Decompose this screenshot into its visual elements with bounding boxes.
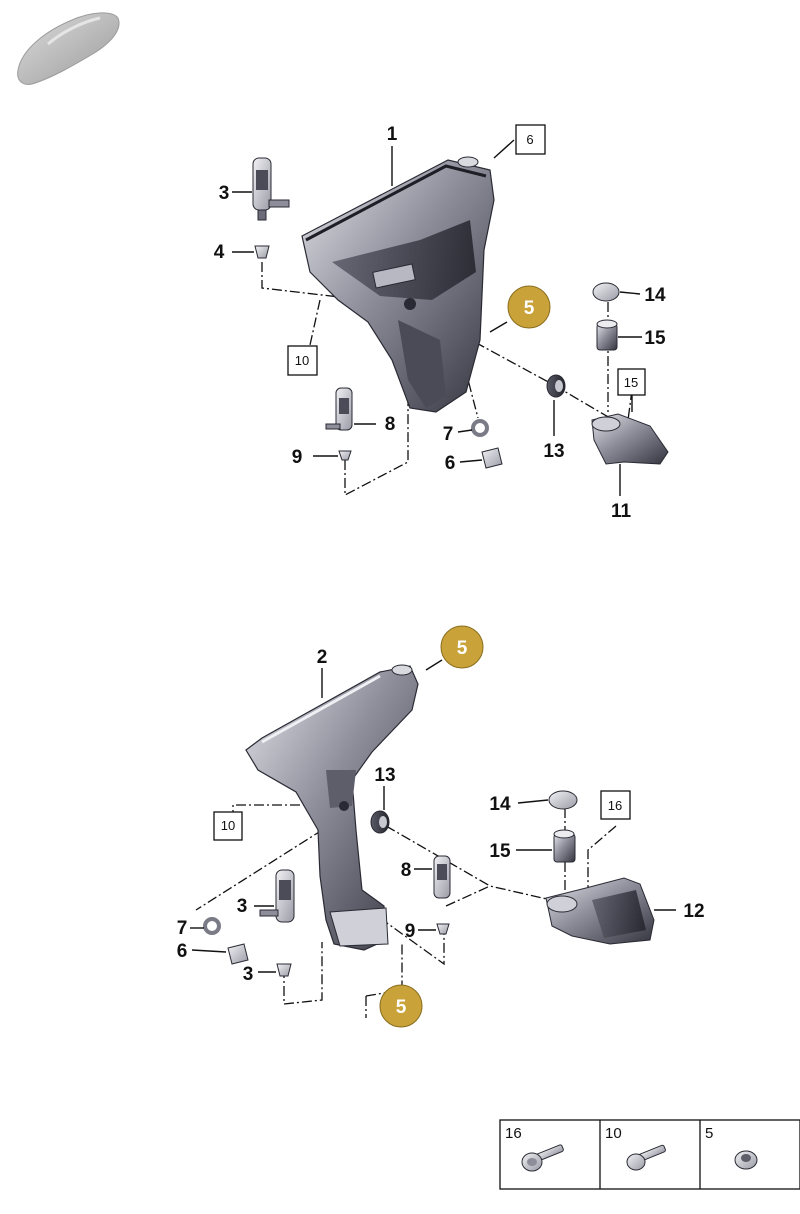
svg-text:6: 6 xyxy=(526,132,533,147)
label-6: 6 xyxy=(177,941,188,962)
leader-line xyxy=(489,321,508,333)
leader-line xyxy=(493,139,515,159)
label-15: 15 xyxy=(489,841,511,862)
callout-5: 5 xyxy=(379,984,423,1028)
label-9: 9 xyxy=(292,447,303,468)
car-icon xyxy=(17,12,120,85)
svg-text:16: 16 xyxy=(505,1125,522,1142)
grommet-9-top xyxy=(338,450,352,461)
label-13: 13 xyxy=(374,765,395,786)
label-3: 3 xyxy=(237,896,248,917)
hex-bolt-icon xyxy=(626,1144,666,1171)
boxed-label-16: 16 xyxy=(600,790,631,820)
label-7: 7 xyxy=(443,424,454,445)
boxed-label-10: 10 xyxy=(287,345,318,376)
grommet-bottom xyxy=(276,963,292,977)
svg-text:5: 5 xyxy=(524,298,535,319)
label-12: 12 xyxy=(683,901,704,922)
svg-text:16: 16 xyxy=(608,798,622,813)
leader-line xyxy=(457,429,473,433)
svg-text:5: 5 xyxy=(396,997,407,1018)
label-13: 13 xyxy=(543,441,564,462)
label-8: 8 xyxy=(385,414,396,435)
boxed-label-15: 15 xyxy=(617,368,646,396)
svg-text:10: 10 xyxy=(221,818,235,833)
filler-cap-bottom xyxy=(548,790,578,810)
filler-sleeve-top xyxy=(596,319,618,351)
washer-pump-8-top xyxy=(325,387,353,431)
label-7: 7 xyxy=(177,918,188,939)
washer-reservoir-bottom xyxy=(245,664,419,951)
grommet-top xyxy=(254,245,270,259)
nut-icon xyxy=(734,1150,758,1170)
label-1: 1 xyxy=(387,124,398,145)
filler-sleeve-bottom xyxy=(553,829,576,863)
label-14: 14 xyxy=(644,285,666,306)
assembly-line xyxy=(309,299,321,346)
assembly-line xyxy=(587,825,617,892)
assembly-line xyxy=(261,262,409,306)
svg-text:5: 5 xyxy=(705,1125,713,1142)
legend-cell-16: 16 xyxy=(505,1125,564,1172)
grommet-9-bottom xyxy=(436,923,450,935)
fastener-legend: 16 10 5 xyxy=(499,1119,800,1190)
connector-plug-top xyxy=(481,447,503,469)
filler-neck-bottom xyxy=(545,877,655,945)
legend-cell-10: 10 xyxy=(605,1125,666,1171)
svg-text:5: 5 xyxy=(457,638,468,659)
label-6: 6 xyxy=(445,453,456,474)
leader-line xyxy=(619,291,641,295)
assembly-line xyxy=(283,942,323,1005)
seal-ring-top xyxy=(471,419,489,437)
assembly-line xyxy=(344,370,409,497)
assembly-line xyxy=(385,825,561,903)
label-3: 3 xyxy=(219,183,230,204)
flange-bolt-icon xyxy=(521,1144,564,1172)
rubber-bush-bottom xyxy=(370,810,390,834)
assembly-line xyxy=(379,917,445,966)
legend-cell-5: 5 xyxy=(705,1125,758,1170)
callout-5: 5 xyxy=(507,285,551,329)
label-3: 3 xyxy=(243,964,254,985)
assembly-line xyxy=(411,307,611,419)
seal-ring-bottom xyxy=(203,917,221,935)
leader-line xyxy=(459,459,483,463)
washer-pump-top xyxy=(252,157,290,221)
label-9: 9 xyxy=(405,921,416,942)
boxed-label-6: 6 xyxy=(515,124,546,155)
label-2: 2 xyxy=(317,647,328,668)
label-8: 8 xyxy=(401,860,412,881)
washer-reservoir-top xyxy=(301,156,495,413)
label-15: 15 xyxy=(644,328,666,349)
filler-neck-top xyxy=(591,413,669,465)
leader-line xyxy=(517,799,549,804)
rubber-bush-top xyxy=(546,374,566,398)
svg-text:15: 15 xyxy=(624,375,638,390)
svg-text:10: 10 xyxy=(605,1125,622,1142)
leader-line xyxy=(425,659,443,671)
svg-text:10: 10 xyxy=(295,353,309,368)
connector-plug-bottom xyxy=(227,943,249,965)
filler-cap-top xyxy=(592,282,620,302)
washer-pump-bottom xyxy=(259,869,295,923)
washer-pump-8-bottom xyxy=(433,855,451,899)
label-4: 4 xyxy=(214,242,225,263)
leader-line xyxy=(191,949,227,953)
label-14: 14 xyxy=(489,794,511,815)
assembly-line xyxy=(445,885,491,907)
assembly-line xyxy=(195,819,339,911)
callout-5: 5 xyxy=(440,625,484,669)
boxed-label-10: 10 xyxy=(213,811,243,841)
label-11: 11 xyxy=(611,501,632,522)
